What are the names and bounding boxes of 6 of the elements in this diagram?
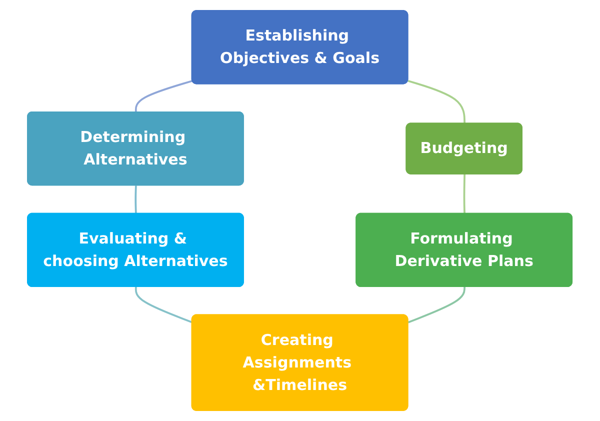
connector [408, 80, 466, 124]
connector [135, 286, 193, 324]
connector [135, 80, 193, 112]
connector [464, 174, 466, 214]
connector [134, 186, 138, 214]
connector [408, 286, 466, 324]
